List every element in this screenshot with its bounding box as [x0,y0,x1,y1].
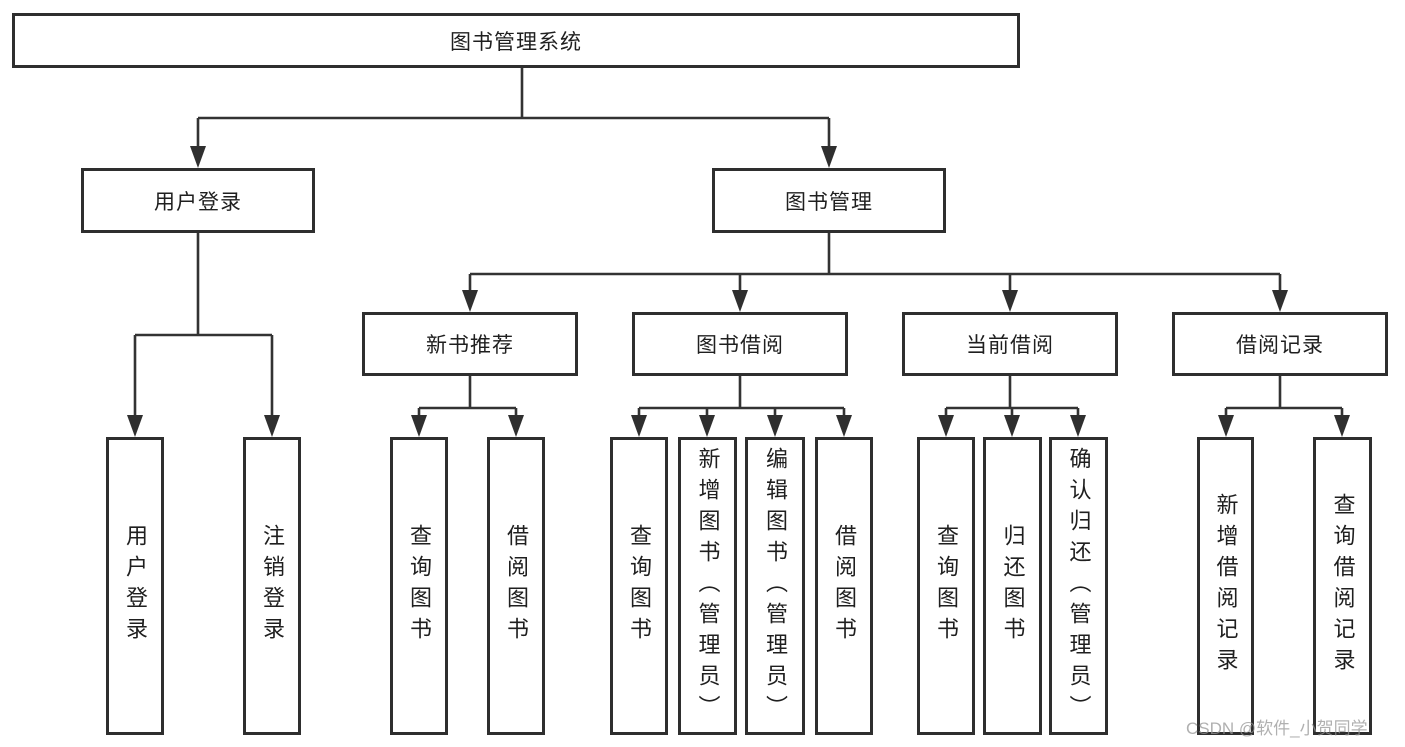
leaf-user-login: 用户登录 [106,437,164,735]
leaf-user-login-label: 用户登录 [123,524,148,648]
leaf-query-books-borrow: 查询图书 [610,437,668,735]
csdn-watermark: CSDN @软件_小贺同学 [1186,719,1368,738]
node-borrowing-records: 借阅记录 [1172,312,1388,376]
connector-new-book-children [417,376,518,419]
leaf-query-books-current-label: 查询图书 [934,524,959,648]
node-user-login: 用户登录 [81,168,315,233]
leaf-return-books-label: 归还图书 [1000,524,1026,648]
node-library-system: 图书管理系统 [12,13,1020,68]
leaf-query-borrow-record-label: 查询借阅记录 [1330,493,1356,679]
leaf-add-books-admin-label: 新增图书（管理员） [695,446,721,726]
node-library-system-label: 图书管理系统 [450,30,582,54]
connector-current-borrow-children [944,376,1080,419]
node-book-management-label: 图书管理 [785,190,873,214]
node-book-borrowing-label: 图书借阅 [696,334,784,357]
connector-root-to-level2 [196,68,831,150]
leaf-edit-books-admin-label: 编辑图书（管理员） [763,446,788,726]
leaf-return-books: 归还图书 [983,437,1042,735]
leaf-add-borrow-record-label: 新增借阅记录 [1213,493,1239,679]
leaf-confirm-return-admin: 确认归还（管理员） [1049,437,1108,735]
node-current-borrowing-label: 当前借阅 [966,334,1054,357]
node-current-borrowing: 当前借阅 [902,312,1118,376]
leaf-query-books-recommend: 查询图书 [390,437,448,735]
node-book-management: 图书管理 [712,168,946,233]
leaf-logout: 注销登录 [243,437,301,735]
leaf-logout-label: 注销登录 [260,524,285,648]
node-book-borrowing: 图书借阅 [632,312,848,376]
leaf-add-borrow-record: 新增借阅记录 [1197,437,1254,735]
connector-book-borrow-children [637,376,846,419]
leaf-borrow-books-recommend: 借阅图书 [487,437,545,735]
leaf-confirm-return-admin-label: 确认归还（管理员） [1066,446,1092,726]
connector-borrow-record-children [1224,376,1344,419]
leaf-query-borrow-record: 查询借阅记录 [1313,437,1372,735]
leaf-query-books-borrow-label: 查询图书 [627,524,652,648]
leaf-borrow-books: 借阅图书 [815,437,873,735]
leaf-borrow-books-recommend-label: 借阅图书 [504,524,529,648]
node-user-login-label: 用户登录 [154,190,242,214]
node-borrowing-records-label: 借阅记录 [1236,334,1324,357]
leaf-borrow-books-label: 借阅图书 [832,524,857,648]
connector-book-mgmt-sections [468,233,1282,294]
node-new-book-recommend: 新书推荐 [362,312,578,376]
leaf-add-books-admin: 新增图书（管理员） [678,437,737,735]
leaf-edit-books-admin: 编辑图书（管理员） [745,437,805,735]
leaf-query-books-current: 查询图书 [917,437,975,735]
node-new-book-recommend-label: 新书推荐 [426,334,514,357]
leaf-query-books-recommend-label: 查询图书 [407,524,432,648]
connector-user-login-children [133,233,274,419]
